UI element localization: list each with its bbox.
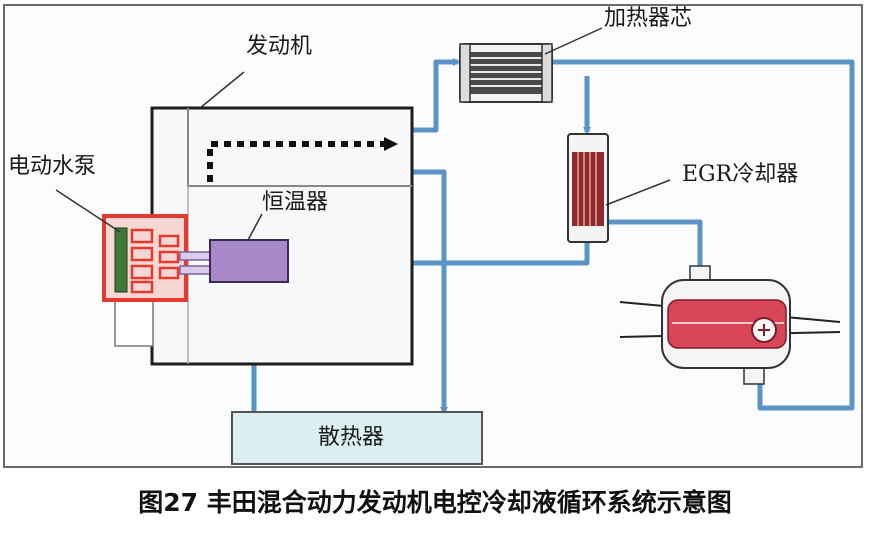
egr-cooler-label: EGR冷却器 [682,162,799,187]
thermostat-label: 恒温器 [262,190,329,215]
radiator-label: 散热器 [318,425,385,450]
engine-block [150,106,414,366]
heater-core-graphic [459,43,553,103]
egr-cooler-graphic [567,133,609,243]
egr-side-line [607,219,703,266]
engine-coolant-flow-arrow [207,137,398,182]
leader-lines [55,27,671,241]
heater-return-line [550,59,855,411]
engine-label: 发动机 [246,34,313,59]
electric-pump-label: 电动水泵 [8,154,97,179]
radiator-graphic [231,411,483,465]
engine-to-heater-line [412,58,461,133]
egr-tank-graphic [619,265,841,385]
electric-pump-graphic [102,214,188,347]
heater-core-label: 加热器芯 [604,6,693,31]
figure-caption: 图27 丰田混合动力发动机电控冷却液循环系统示意图 [138,488,732,517]
thermostat-graphic [179,239,289,283]
engine-to-radiator-line [412,169,448,415]
